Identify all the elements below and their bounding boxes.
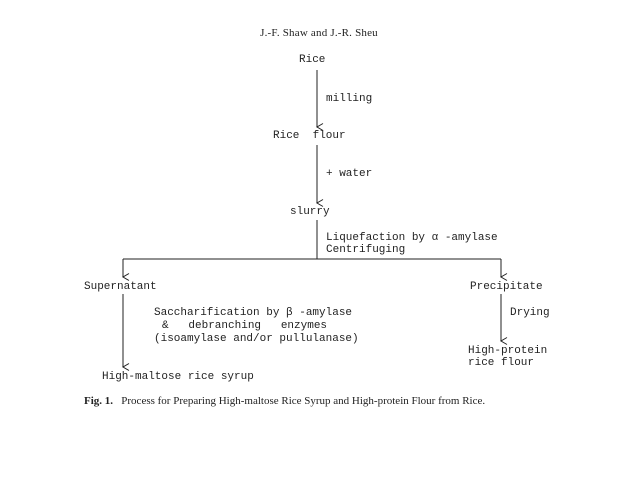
node-high-protein-line2: rice flour [468, 357, 535, 369]
figure-caption: Fig. 1. Process for Preparing High-malto… [84, 395, 485, 407]
running-head: J.-F. Shaw and J.-R. Sheu [260, 27, 378, 39]
step-saccharification-line1: Saccharification by β -amylase [154, 307, 353, 319]
node-precipitate: Precipitate [470, 281, 543, 293]
node-supernatant: Supernatant [84, 281, 157, 293]
step-liquefaction: Liquefaction by α -amylase [326, 232, 498, 244]
step-milling: milling [326, 93, 373, 105]
caption-text: Process for Preparing High-maltose Rice … [121, 395, 486, 407]
step-saccharification-line3: (isoamylase and/or pullulanase) [154, 333, 359, 345]
caption-label: Fig. 1. [84, 395, 114, 407]
node-rice-flour: Rice flour [273, 130, 346, 142]
step-saccharification-line2: & debranching enzymes [162, 320, 328, 332]
step-water: + water [326, 168, 373, 180]
node-slurry: slurry [290, 206, 330, 218]
node-rice: Rice [299, 54, 326, 66]
node-high-protein-line1: High-protein [468, 345, 548, 357]
step-centrifuging: Centrifuging [326, 244, 406, 256]
node-high-maltose-syrup: High-maltose rice syrup [102, 371, 254, 383]
step-drying: Drying [510, 307, 550, 319]
